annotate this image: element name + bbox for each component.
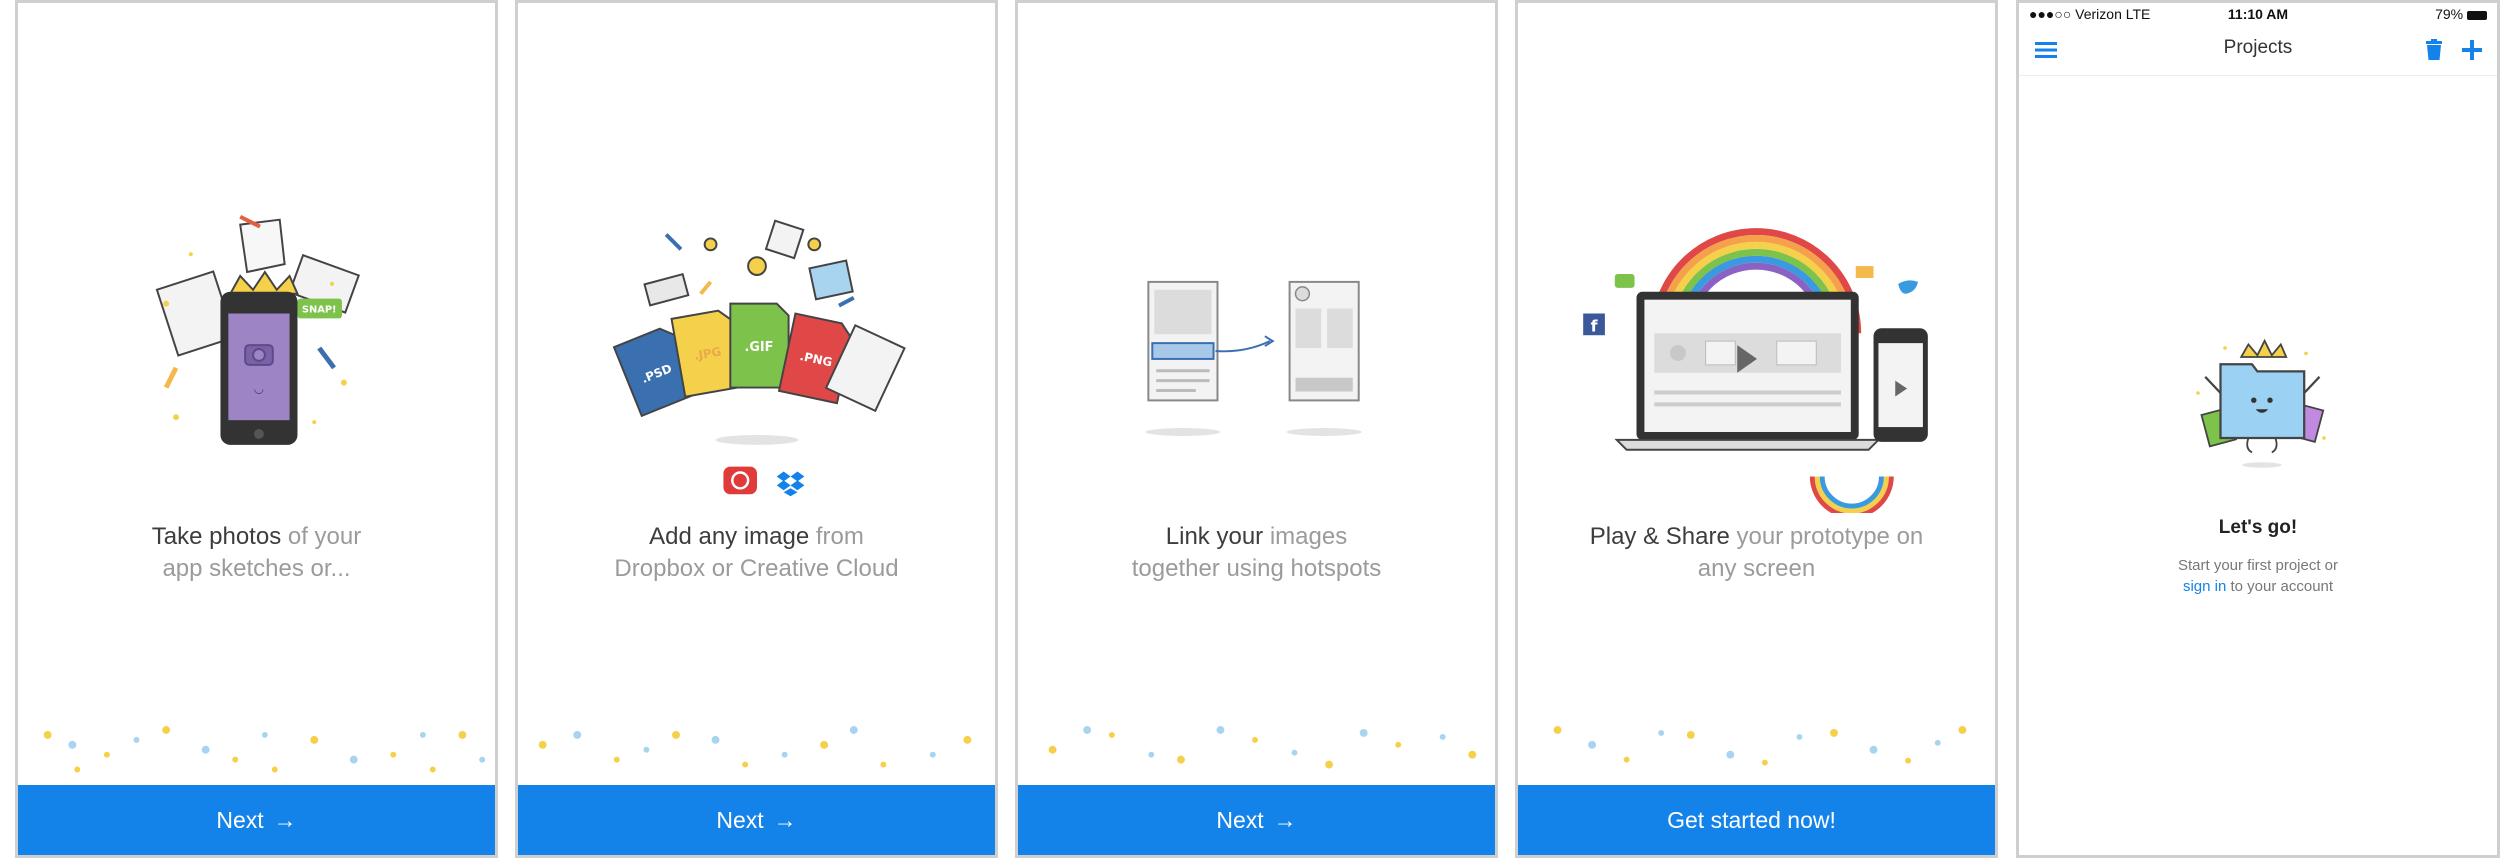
png-label: .PNG: [798, 349, 833, 370]
svg-text:◡: ◡: [254, 382, 264, 396]
menu-icon[interactable]: [2031, 35, 2061, 65]
caption: Link your images together using hotspots: [1131, 523, 1382, 582]
confetti-decoration: [43, 726, 486, 773]
hotspot-link-illustration: [1145, 280, 1362, 436]
battery-level: 79%: [2435, 6, 2487, 22]
get-started-button[interactable]: Get started now!: [1518, 785, 1995, 855]
confetti-decoration: [1048, 726, 1477, 769]
trash-icon[interactable]: [2419, 35, 2449, 65]
sign-in-link[interactable]: sign in: [2182, 578, 2227, 595]
caption: Take photos of your app sketches or...: [151, 523, 362, 582]
projects-screen: ●●●○○ Verizon LTE 11:10 AM 79% Projects …: [2016, 0, 2500, 858]
nav-bar: Projects: [2019, 25, 2497, 76]
caption: Add any image from Dropbox or Creative C…: [614, 523, 899, 582]
plus-icon[interactable]: [2457, 35, 2487, 65]
next-button[interactable]: Next→: [1018, 785, 1495, 855]
arrow-right-icon: →: [1273, 806, 1297, 833]
arrow-right-icon: →: [273, 806, 297, 833]
onboarding-panel-1: ◡ SNAP! Take photos of your app sketches…: [15, 0, 498, 858]
empty-state-title: Let's go!: [2218, 517, 2298, 538]
phone-camera-illustration: ◡ SNAP!: [155, 214, 361, 445]
caption: Play & Share your prototype on any scree…: [1589, 523, 1924, 582]
arrow-right-icon: →: [773, 806, 797, 833]
confetti-decoration: [538, 726, 972, 768]
next-button[interactable]: Next→: [518, 785, 995, 855]
snap-label: SNAP!: [302, 305, 337, 316]
onboarding-panel-3: Link your images together using hotspots…: [1015, 0, 1498, 858]
page-title: Projects: [2223, 37, 2293, 58]
file-types-illustration: .PSD .JPG .GIF .PNG: [612, 219, 906, 497]
jpg-label: .JPG: [693, 344, 722, 363]
next-button[interactable]: Next→: [18, 785, 495, 855]
confetti-decoration: [1553, 726, 1967, 766]
onboarding-panel-2: .PSD .JPG .GIF .PNG Add any image from D…: [515, 0, 998, 858]
gif-label: .GIF: [744, 340, 773, 355]
status-time: 11:10 AM: [2227, 6, 2289, 22]
folder-mascot-illustration: [2196, 338, 2326, 468]
status-bar: ●●●○○ Verizon LTE 11:10 AM 79%: [2019, 3, 2497, 25]
facebook-icon: f: [1591, 316, 1599, 335]
onboarding-panel-4: f Play & Share your prototype on any scr…: [1515, 0, 1998, 858]
empty-state-message: Start your first project or sign in to y…: [2177, 557, 2339, 595]
devices-rainbow-illustration: f: [1583, 228, 1928, 513]
battery-icon: [2467, 10, 2487, 20]
carrier-signal: ●●●○○ Verizon LTE: [2029, 6, 2151, 22]
